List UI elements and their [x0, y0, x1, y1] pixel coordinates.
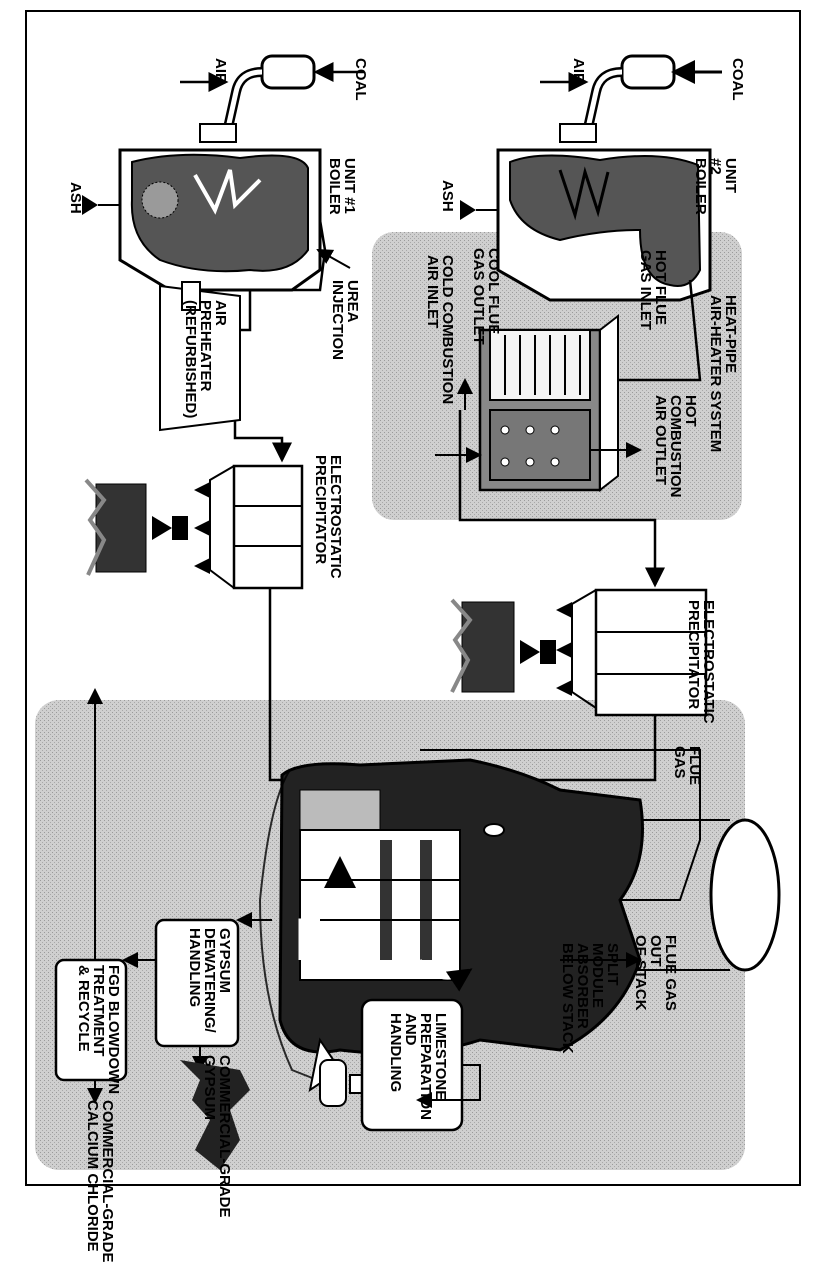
esp-unit2-label: ELECTROSTATIC PRECIPITATOR	[686, 600, 716, 724]
cool-flue-gas-outlet-label: COOL FLUE GAS OUTLET	[471, 248, 501, 345]
urea-injection-label: UREA INJECTION	[330, 280, 360, 360]
unit1-boiler	[82, 150, 320, 290]
coal-label-unit2: COAL	[730, 58, 745, 101]
fgd-blowdown-label: FGD BLOWDOWN TREATMENT & RECYCLE	[76, 965, 121, 1094]
air-label-unit2: AIR	[571, 58, 586, 84]
heat-pipe-system-label: HEAT-PIPE AIR-HEATER SYSTEM	[708, 295, 738, 452]
unit2-boiler-label: UNIT #2 BOILER	[693, 158, 738, 215]
preheater-to-esp-duct	[235, 420, 282, 460]
cold-combustion-air-inlet-label: COLD COMBUSTION AIR INLET	[425, 255, 455, 404]
flue-gas-out-of-stack-label: FLUE GAS OUT OF STACK	[633, 935, 678, 1011]
commercial-calcium-chloride-label: COMMERCIAL-GRADE CALCIUM CHLORIDE	[85, 1100, 115, 1263]
commercial-gypsum-label: COMMERCIAL-GRADE GYPSUM	[202, 1055, 232, 1218]
hot-combustion-air-outlet-label: HOT COMBUSTION AIR OUTLET	[653, 395, 698, 498]
unit1-coal-feeder	[180, 56, 364, 142]
air-preheater-label: AIR PREHEATER (REFURBISHED)	[183, 300, 228, 418]
ash-label-unit2: ASH	[440, 180, 455, 212]
esp-unit2	[452, 590, 706, 715]
limestone-prep-label: LIMESTONE PREPARATION AND HANDLING	[388, 1013, 448, 1120]
flue-gas-label: FLUE GAS	[672, 746, 702, 785]
coal-label-unit1: COAL	[353, 58, 368, 101]
hot-flue-gas-inlet-label: HOT FLUE GAS INLET	[638, 250, 668, 330]
gypsum-dewatering-label: GYPSUM DEWATERING/ HANDLING	[187, 928, 232, 1033]
esp-unit1	[86, 466, 302, 588]
esp-unit1-label: ELECTROSTATIC PRECIPITATOR	[313, 455, 343, 579]
air-label-unit1: AIR	[213, 58, 228, 84]
split-module-absorber-label: SPLIT MODULE ABSORBER BELOW STACK	[560, 943, 620, 1054]
ash-label-unit1: ASH	[68, 182, 83, 214]
unit2-coal-feeder	[540, 56, 722, 142]
unit1-boiler-label: UNIT #1 BOILER	[327, 158, 357, 215]
